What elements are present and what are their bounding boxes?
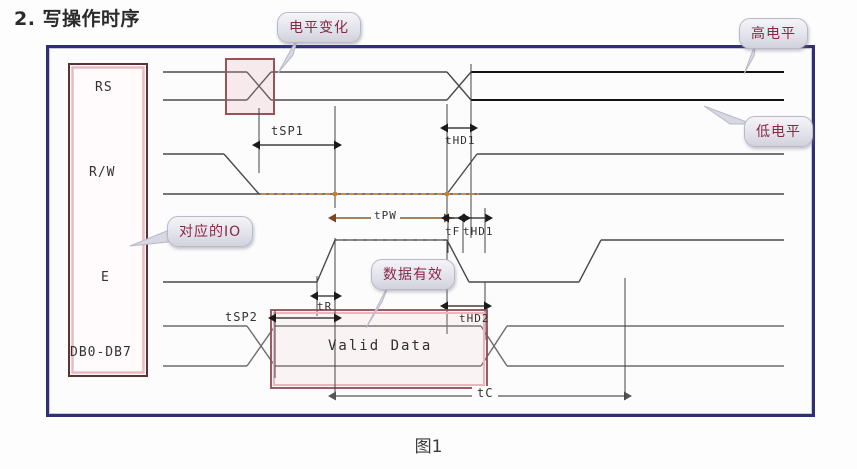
timing-label-tpw: tPW bbox=[371, 209, 400, 222]
dimension-thd1-top bbox=[440, 64, 478, 238]
waveform-rw bbox=[163, 153, 784, 195]
callout-high-level-pointer bbox=[743, 41, 757, 75]
dimension-tsp2 bbox=[268, 310, 342, 396]
timing-label-tsp1: tSP1 bbox=[271, 124, 304, 138]
timing-label-thd1-top: tHD1 bbox=[445, 134, 476, 147]
waveform-rs bbox=[163, 71, 472, 101]
waveform-e bbox=[163, 239, 784, 283]
valid-data-label: Valid Data bbox=[328, 338, 433, 354]
timing-label-tf: tF bbox=[445, 225, 461, 238]
signal-label-db0-db7: DB0-DB7 bbox=[70, 345, 132, 360]
callout-io-mapping: 对应的IO bbox=[167, 216, 254, 247]
rw-low-guide bbox=[261, 191, 479, 197]
signal-label-e: E bbox=[101, 270, 110, 285]
timing-label-tc: tC bbox=[472, 386, 499, 400]
callout-high-level: 高电平 bbox=[739, 18, 808, 49]
callout-low-level-pointer bbox=[703, 105, 753, 125]
dimension-tsp1 bbox=[252, 106, 342, 208]
waveform-rs-high bbox=[471, 70, 784, 102]
timing-label-thd2: tHD2 bbox=[459, 312, 490, 325]
dimension-thd1-e bbox=[457, 208, 493, 253]
callout-data-valid-pointer bbox=[365, 281, 391, 329]
signal-label-rw: R/W bbox=[89, 165, 116, 180]
page-title: 2. 写操作时序 bbox=[14, 8, 141, 30]
signal-label-rs: RS bbox=[95, 80, 113, 95]
timing-label-tsp2: tSP2 bbox=[225, 310, 258, 324]
timing-label-thd1-e: tHD1 bbox=[463, 225, 494, 238]
callout-level-change: 电平变化 bbox=[277, 12, 361, 43]
figure-caption: 图1 bbox=[414, 437, 443, 457]
signal-name-box bbox=[68, 63, 148, 377]
callout-level-change-pointer bbox=[277, 36, 299, 74]
callout-low-level: 低电平 bbox=[744, 116, 813, 147]
level-change-highlight-box bbox=[225, 58, 275, 115]
callout-data-valid: 数据有效 bbox=[371, 259, 455, 290]
valid-data-highlight-box bbox=[270, 309, 488, 389]
timing-label-tr: tR bbox=[317, 300, 333, 313]
timing-diagram-svg bbox=[68, 58, 784, 401]
